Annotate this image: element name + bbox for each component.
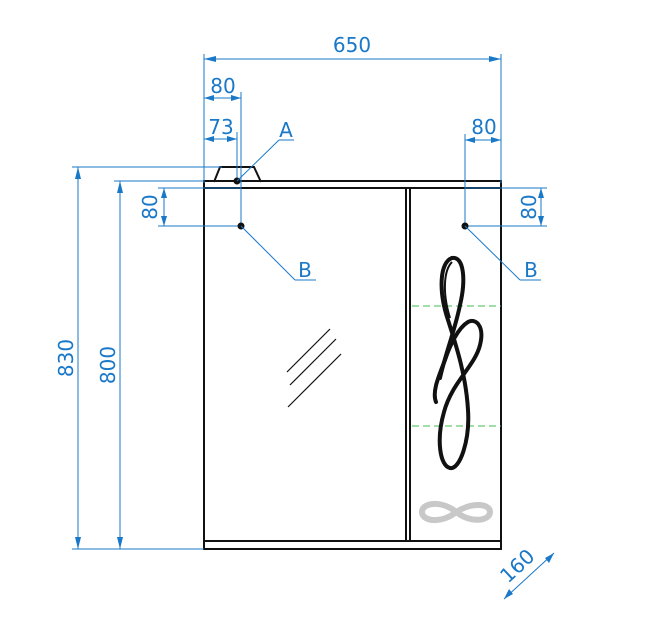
brand-logo-icon [418,501,494,523]
dim-depth-label: 160 [495,544,539,588]
top-panel [203,180,502,189]
dim-total-height: 830 [54,166,222,550]
dim-left-offset-inner: 73 [204,115,238,178]
side-door [409,187,502,542]
callout-b-left: B [237,222,316,282]
dim-left-offset-outer-label: 80 [210,74,235,98]
callout-b-right-label: B [524,258,538,282]
cabinet-body [203,166,502,550]
callout-a-label: A [279,118,293,142]
callout-b-left-label: B [298,258,312,282]
dim-right-height-offset-label: 80 [517,194,541,219]
dim-left-offset-inner-label: 73 [208,115,233,139]
dim-depth: 160 [495,544,555,600]
dim-left-height-offset-label: 80 [138,194,162,219]
dim-left-height-offset: 80 [138,187,241,227]
dim-total-height-label: 830 [54,339,78,377]
dim-body-height-label: 800 [96,346,120,384]
callout-a: A [233,118,294,185]
dim-overall-width: 650 [203,33,502,183]
dim-right-offset-label: 80 [471,115,496,139]
callout-b-right: B [461,222,541,282]
dim-right-offset: 80 [464,115,501,228]
dim-right-height-offset: 80 [465,187,547,227]
decorative-handle-icon [432,256,484,470]
dim-body-height: 800 [96,180,204,549]
dim-overall-width-label: 650 [333,33,371,57]
dim-left-offset-outer: 80 [204,74,242,228]
mirror-reflection-marks [286,328,342,408]
bottom-panel [203,540,502,550]
mirror-door [203,187,407,542]
